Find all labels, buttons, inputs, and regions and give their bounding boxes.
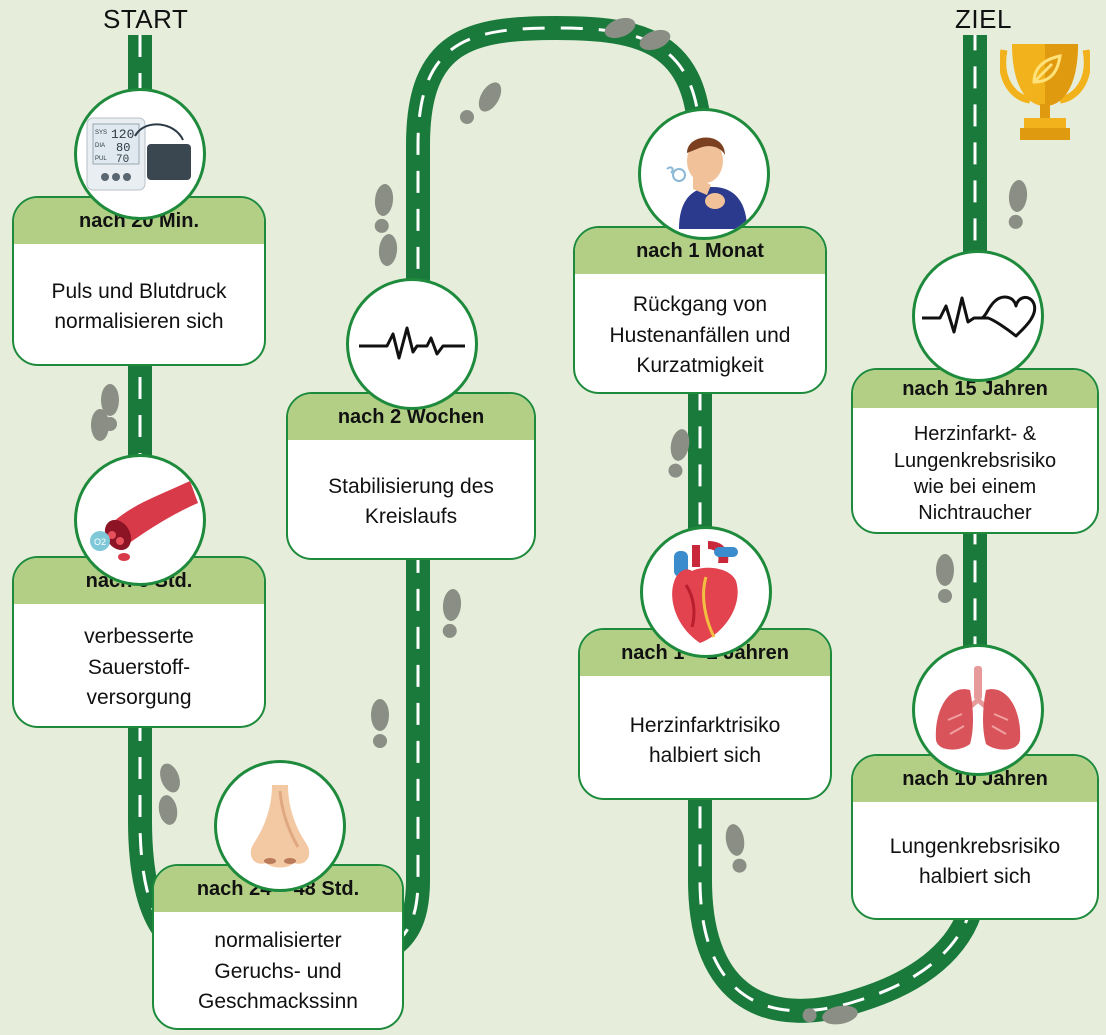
milestone-text: Stabilisierung des Kreislaufs	[328, 474, 494, 528]
blood-vessel-icon: O2	[74, 454, 206, 586]
footprint-icon	[460, 110, 474, 124]
footprint-icon	[371, 699, 389, 748]
milestone-card-10-jahren: nach 10 Jahren Lungenkrebsrisiko halbier…	[851, 754, 1099, 920]
footprint-icon	[1008, 180, 1028, 229]
milestone-text: Herzinfarktrisiko halbiert sich	[629, 713, 781, 767]
heartbeat-heart-icon	[912, 250, 1044, 382]
milestone-card-8-std: nach 8 Std. verbesserte Sauerstoff- vers…	[12, 556, 266, 728]
milestone-text: Rückgang von Hustenanfällen und Kurzatmi…	[609, 293, 791, 378]
nose-icon	[214, 760, 346, 892]
milestone-text: verbesserte Sauerstoff- versorgung	[84, 625, 194, 710]
svg-text:O2: O2	[94, 537, 106, 547]
footprint-icon	[160, 763, 180, 793]
footprint-icon	[158, 795, 178, 825]
lungs-icon	[912, 644, 1044, 776]
start-label: START	[103, 4, 189, 34]
heartbeat-line-icon	[346, 278, 478, 410]
footprint-icon	[91, 409, 109, 441]
svg-text:PUL: PUL	[95, 156, 107, 162]
milestone-text: normalisierter Geruchs- und Geschmackssi…	[198, 929, 358, 1014]
milestone-text: Puls und Blutdruck normalisieren sich	[51, 279, 227, 333]
footprint-icon	[604, 17, 636, 39]
milestone-card-15-jahren: nach 15 Jahren Herzinfarkt- & Lungenkreb…	[851, 368, 1099, 534]
milestone-card-20-min: nach 20 Min. Puls und Blutdruck normalis…	[12, 196, 266, 366]
footprint-icon	[378, 234, 398, 266]
footprint-icon	[478, 82, 502, 112]
goal-label: ZIEL	[955, 4, 1012, 34]
blood-pressure-monitor-icon: SYS 120 DIA 80 PUL 70	[74, 88, 206, 220]
milestone-card-1-monat: nach 1 Monat Rückgang von Hustenanfällen…	[573, 226, 827, 394]
svg-text:SYS: SYS	[95, 130, 107, 136]
footprint-icon	[374, 184, 394, 233]
svg-text:70: 70	[116, 154, 129, 166]
milestone-card-24-48-std: nach 24 – 48 Std. normalisierter Geruchs…	[152, 864, 404, 1030]
milestone-text: Lungenkrebsrisiko halbiert sich	[889, 834, 1061, 888]
coughing-man-icon	[638, 108, 770, 240]
footprint-icon	[639, 29, 671, 51]
footprint-icon	[802, 1005, 858, 1025]
svg-text:80: 80	[116, 141, 130, 155]
anatomical-heart-icon	[640, 526, 772, 658]
milestone-text: Herzinfarkt- & Lungenkrebsrisiko wie bei…	[893, 423, 1057, 525]
footprint-icon	[668, 429, 690, 478]
footprint-icon	[442, 589, 462, 638]
svg-text:DIA: DIA	[95, 143, 105, 149]
milestone-card-2-wochen: nach 2 Wochen Stabilisierung des Kreisla…	[286, 392, 536, 560]
footprint-icon	[725, 824, 747, 873]
svg-text:120: 120	[111, 127, 134, 142]
footprint-icon	[936, 554, 954, 603]
trophy-icon	[1000, 44, 1090, 140]
